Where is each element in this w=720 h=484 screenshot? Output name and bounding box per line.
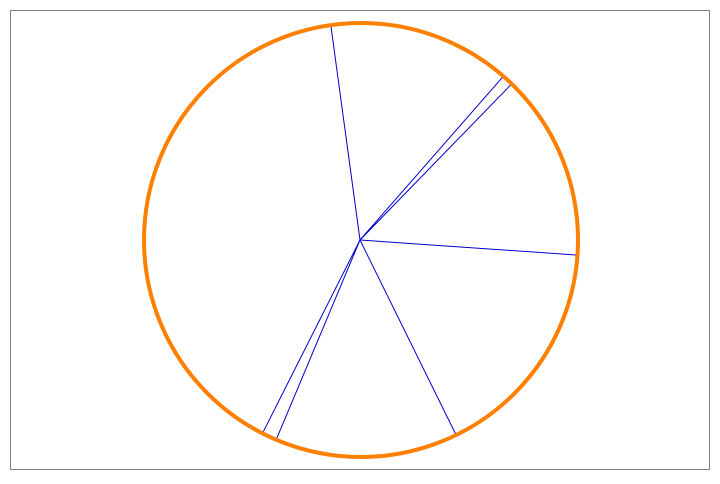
spoke-line-3 <box>359 83 513 241</box>
frame-border <box>10 10 710 470</box>
outer-circle <box>142 21 580 459</box>
spoke-line-2 <box>359 75 504 241</box>
spoke-line-5 <box>359 239 457 436</box>
spokes-group <box>262 25 578 440</box>
spoke-line-6 <box>275 239 361 440</box>
spoke-line-7 <box>262 239 361 434</box>
spoke-line-4 <box>359 239 578 256</box>
spoke-line-1 <box>330 25 361 241</box>
